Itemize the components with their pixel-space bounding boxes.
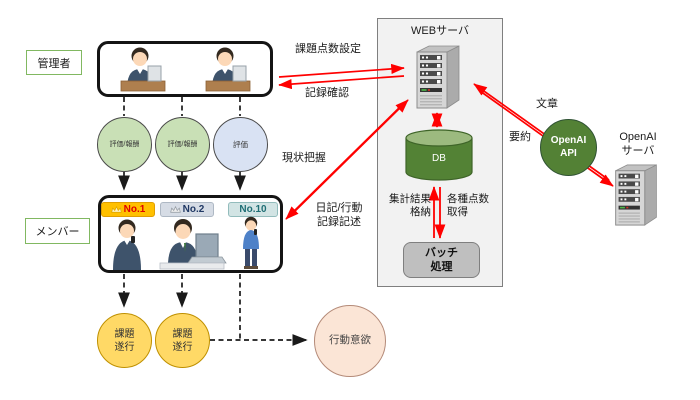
rank-badge-label: No.10	[239, 204, 267, 215]
eval-to-member-dashes	[118, 172, 246, 191]
openai-server-icon	[615, 164, 657, 226]
motivation-circle: 行動意欲	[314, 305, 386, 377]
eval-circle: 評価	[213, 117, 268, 172]
admin-box	[97, 41, 273, 97]
flow-document: 文章	[536, 98, 558, 110]
member-person-casual-icon	[243, 216, 259, 269]
admin-to-eval-dashes	[123, 97, 241, 116]
database-icon: DB	[405, 129, 473, 181]
db-label: DB	[432, 153, 446, 164]
flow-points-fetch: 各種点数 取得	[447, 193, 489, 219]
member-actor-label: メンバー	[35, 226, 80, 238]
rank-badge-no10: No.10	[228, 202, 278, 217]
rank-badge-label: No.1	[123, 204, 146, 215]
openai-api-circle: OpenAI API	[540, 119, 597, 176]
task-exec-circle: 課題 遂行	[155, 313, 210, 368]
web-server-title: WEBサーバ	[411, 25, 469, 37]
task-exec-label: 課題 遂行	[114, 328, 135, 353]
admin-actor-tag: 管理者	[26, 50, 82, 75]
admin-server-arrows	[278, 63, 405, 90]
eval-reward-circle: 評価/報酬	[97, 117, 152, 172]
member-person-laptop-icon	[159, 219, 227, 270]
flow-summary: 要約	[509, 131, 531, 143]
admin-person-icon	[120, 47, 165, 92]
admin-person-icon	[205, 47, 250, 92]
silver-crown-icon	[169, 205, 181, 213]
member-server-arrows	[285, 99, 409, 220]
member-actor-tag: メンバー	[25, 218, 90, 244]
gold-crown-icon	[110, 205, 122, 213]
eval-reward-circle: 評価/報酬	[155, 117, 210, 172]
rank-badge-label: No.2	[182, 204, 205, 215]
eval-reward-label: 評価/報酬	[109, 140, 140, 148]
rank-badge-no2: No.2	[160, 202, 214, 217]
batch-process-label: バッチ 処理	[425, 246, 458, 273]
eval-label: 評価	[233, 139, 248, 149]
rank-badge-no1: No.1	[101, 202, 155, 217]
task-exec-label: 課題 遂行	[172, 328, 193, 353]
flow-diary-record: 日記/行動 記録記述	[315, 202, 363, 228]
flow-task-point-setting: 課題点数設定	[295, 43, 361, 55]
eval-reward-label: 評価/報酬	[167, 140, 198, 148]
flow-record-confirm: 記録確認	[305, 87, 349, 99]
member-to-task-dashes	[118, 274, 308, 346]
motivation-label: 行動意欲	[329, 334, 371, 347]
db-batch-arrows	[428, 186, 446, 239]
openai-api-label: OpenAI API	[550, 135, 587, 159]
admin-actor-label: 管理者	[37, 57, 71, 70]
web-server-icon	[416, 45, 460, 109]
flow-status-grasp: 現状把握	[282, 152, 326, 164]
openai-server-title: OpenAI サーバ	[619, 131, 657, 157]
batch-process-box: バッチ 処理	[403, 242, 480, 278]
task-exec-circle: 課題 遂行	[97, 313, 152, 368]
flow-aggregate-store: 集計結果 格納	[389, 193, 431, 219]
member-person-phone-icon	[113, 219, 141, 270]
